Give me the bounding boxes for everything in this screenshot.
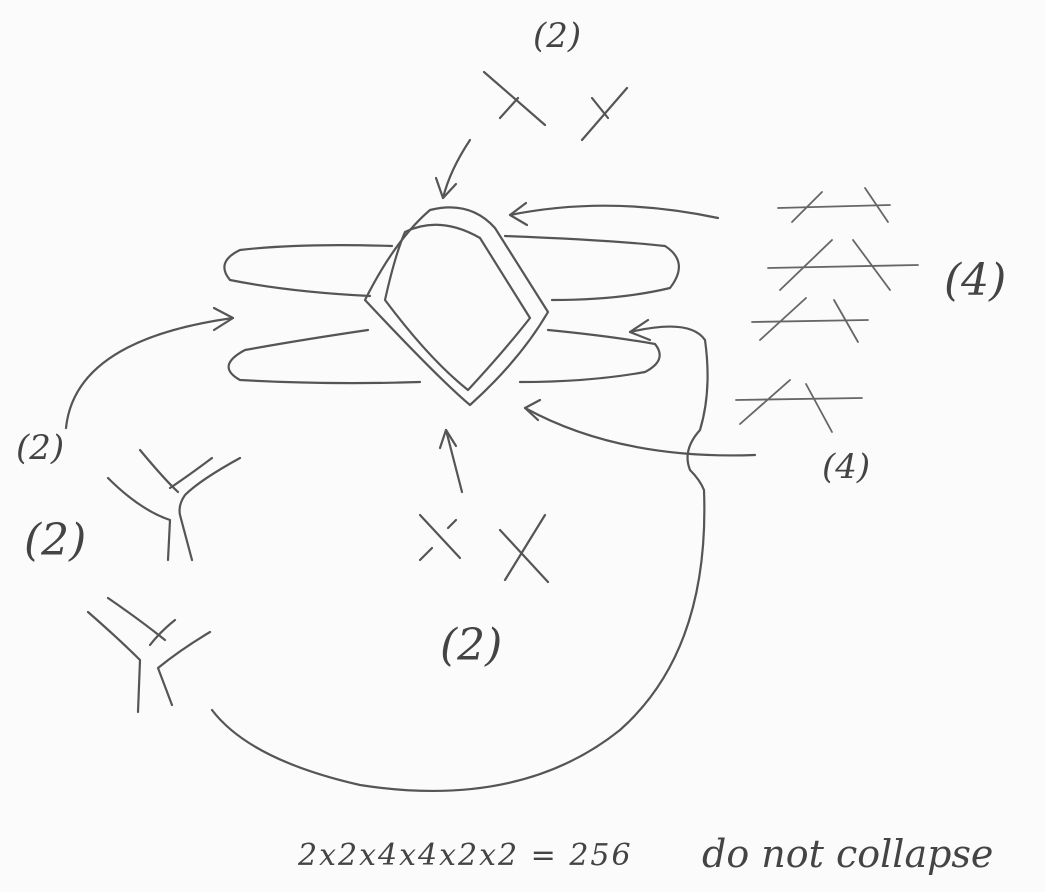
left-vertex-lower — [88, 598, 210, 712]
label-right-big-count: (4) — [944, 255, 1006, 306]
formula-note: do not collapse — [702, 832, 993, 876]
label-right-small-count: (4) — [822, 447, 870, 487]
label-left-upper-count: (2) — [16, 428, 64, 468]
left-arrow — [66, 308, 233, 428]
formula-expression: 2x2x4x4x2x2 = 256 — [298, 838, 633, 873]
upper-band — [224, 236, 679, 300]
right-crossing-stack — [736, 188, 918, 432]
bottom-arrow — [440, 430, 462, 492]
label-left-lower-count: (2) — [24, 515, 86, 566]
lower-band — [229, 330, 660, 383]
outer-loop — [212, 320, 708, 791]
label-bottom-center-count: (2) — [440, 620, 502, 671]
top-arrow — [436, 140, 470, 198]
label-top-count: (2) — [533, 16, 581, 56]
bottom-crossing-pair — [420, 515, 548, 582]
left-vertex-upper — [108, 450, 240, 560]
top-crossing-pair — [484, 72, 627, 140]
